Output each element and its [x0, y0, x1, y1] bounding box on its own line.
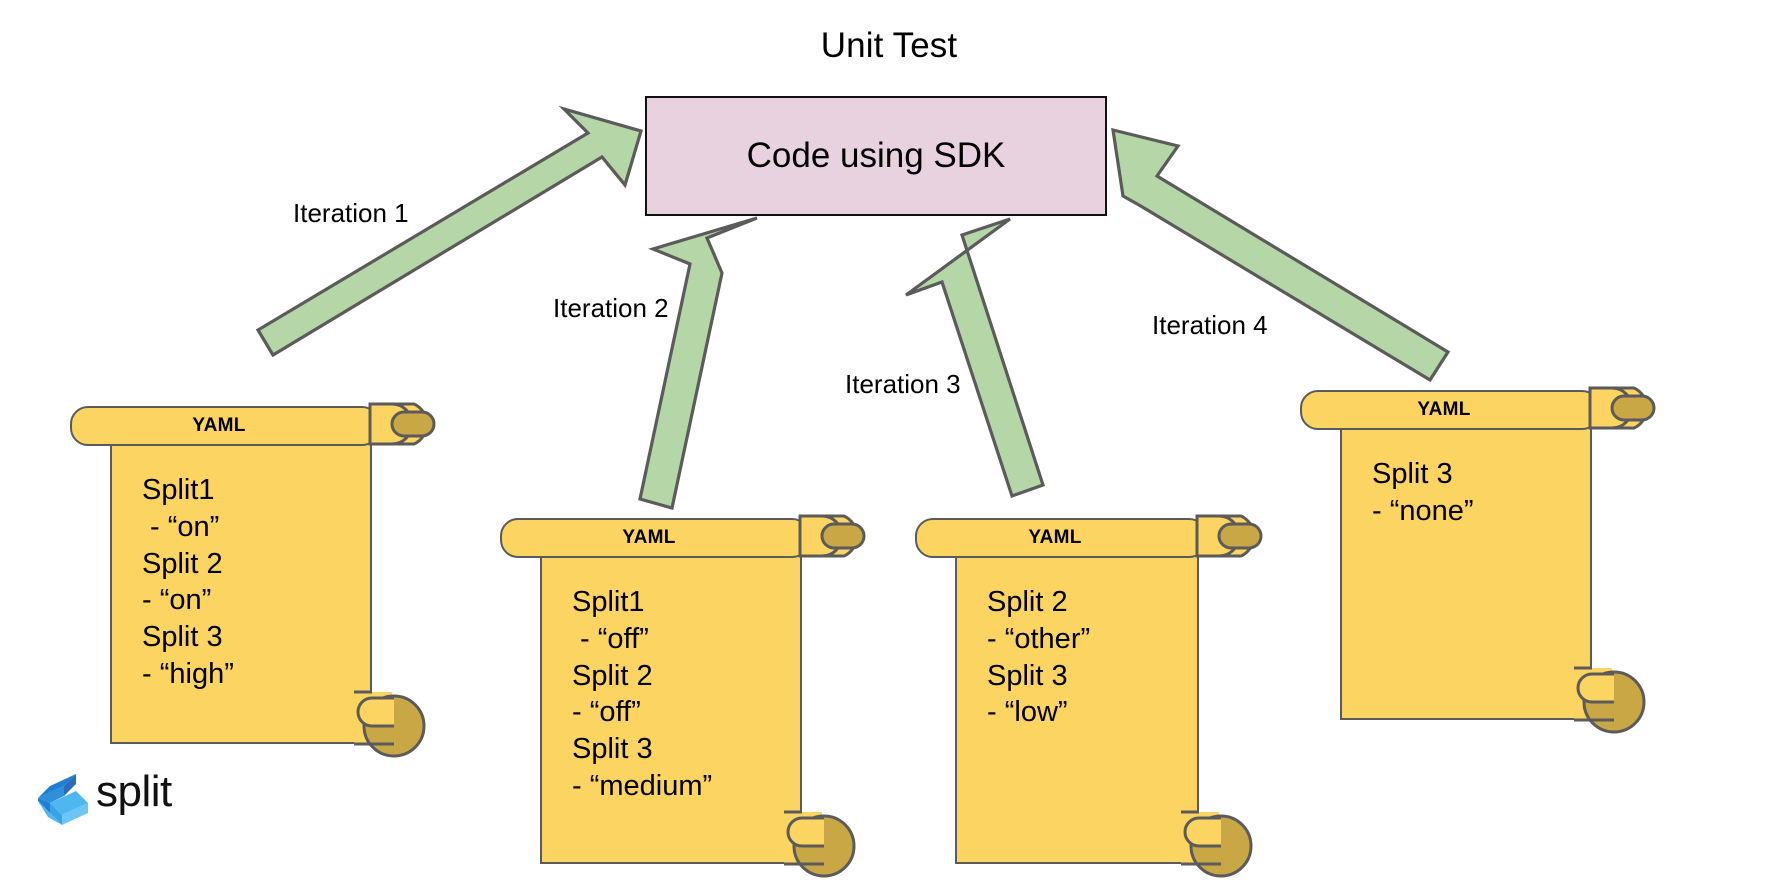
yaml-header-label-2: YAML: [622, 527, 676, 548]
yaml-header-label-3: YAML: [1028, 527, 1082, 548]
yaml-header-bar-1: YAML: [70, 406, 380, 446]
scroll-curl-top-right-1: [368, 402, 436, 446]
yaml-body-4: [1340, 392, 1592, 720]
yaml-content-2: Split1 - “off” Split 2 - “off” Split 3 -…: [572, 586, 713, 803]
arrow-iteration-1: [255, 105, 643, 358]
yaml-body-2: [540, 520, 802, 864]
arrow-iteration-4: [1111, 127, 1451, 383]
split-logo-icon: [38, 774, 88, 825]
yaml-header-label-1: YAML: [192, 415, 246, 436]
scroll-curl-bottom-right-4: [1574, 666, 1646, 734]
yaml-document-2[interactable]: YAML Split1 - “off” Split 2 - “off” Spli…: [500, 488, 866, 878]
arrow-iteration-3: [905, 217, 1046, 499]
scroll-curl-bottom-right-1: [354, 690, 426, 758]
yaml-header-label-4: YAML: [1417, 399, 1471, 420]
scroll-curl-top-right-4: [1588, 386, 1656, 430]
code-using-sdk-node[interactable]: Code using SDK: [645, 96, 1107, 216]
yaml-header-bar-4: YAML: [1300, 390, 1600, 430]
page-title: Unit Test: [820, 26, 958, 65]
yaml-body-3: [955, 520, 1199, 864]
scroll-curl-top-right-3: [1195, 514, 1263, 558]
yaml-content-4: Split 3 - “none”: [1372, 458, 1474, 527]
yaml-header-bar-3: YAML: [915, 518, 1207, 558]
yaml-document-3[interactable]: YAML Split 2 - “other” Split 3 - “low”: [915, 488, 1263, 878]
arrow-label-iteration-3: Iteration 3: [845, 369, 961, 399]
code-using-sdk-label: Code using SDK: [746, 135, 1006, 175]
yaml-document-4[interactable]: YAML Split 3 - “none”: [1300, 360, 1656, 742]
yaml-body-1: [110, 408, 372, 744]
arrow-label-iteration-1: Iteration 1: [293, 198, 409, 228]
scroll-curl-top-right-2: [798, 514, 866, 558]
scroll-curl-bottom-right-3: [1181, 810, 1253, 878]
yaml-content-3: Split 2 - “other” Split 3 - “low”: [987, 586, 1091, 729]
yaml-document-1[interactable]: YAML Split1 - “on” Split 2 - “on” Split …: [70, 376, 436, 758]
arrow-label-iteration-2: Iteration 2: [553, 293, 669, 323]
yaml-content-1: Split1 - “on” Split 2 - “on” Split 3 - “…: [142, 474, 234, 691]
yaml-header-bar-2: YAML: [500, 518, 810, 558]
scroll-curl-bottom-right-2: [784, 810, 856, 878]
split-logo-wordmark: split: [96, 767, 172, 816]
arrow-iteration-2: [638, 216, 758, 511]
split-logo: split: [36, 767, 206, 832]
arrow-label-iteration-4: Iteration 4: [1152, 310, 1268, 340]
